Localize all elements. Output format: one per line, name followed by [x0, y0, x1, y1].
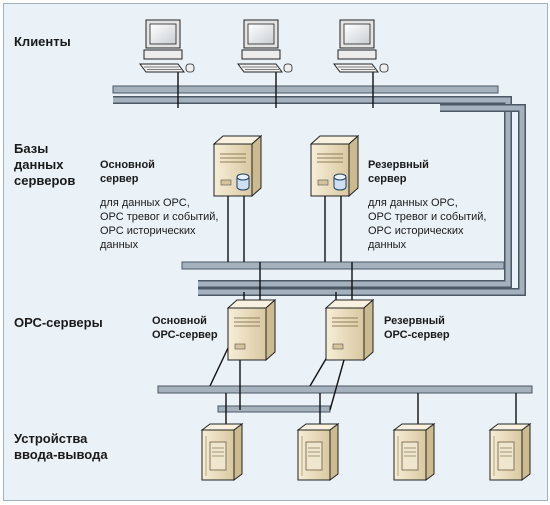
client-pc-icon: [237, 19, 293, 73]
tier-label-clients: Клиенты: [14, 34, 71, 49]
primary-db-title: Основной сервер: [100, 159, 155, 185]
tier-label-opc-servers: ОРС-серверы: [14, 315, 103, 330]
client-bus: [112, 85, 499, 94]
tier-label-io-devices: Устройства ввода-вывода: [14, 431, 108, 462]
io-device-icon: [297, 423, 339, 481]
database-icon: [333, 173, 347, 191]
primary-opc-title: Основной ОРС-сервер: [152, 315, 218, 341]
wires: [177, 70, 517, 426]
primary-opc-server-icon: [227, 299, 276, 361]
io-device-icon: [393, 423, 435, 481]
client-pc-icon: [333, 19, 389, 73]
io-bus-secondary: [217, 405, 331, 413]
database-icon: [236, 173, 250, 191]
backup-opc-title: Резервный ОРС-сервер: [384, 315, 450, 341]
io-bus: [157, 385, 533, 394]
db-bus: [181, 261, 505, 270]
backup-db-title: Резервный сервер: [368, 159, 429, 185]
backup-db-description: для данных ОРС, ОРС тревог и событий, ОР…: [368, 197, 487, 251]
backup-opc-server-icon: [325, 299, 374, 361]
io-device-icon: [489, 423, 531, 481]
primary-db-description: для данных ОРС, ОРС тревог и событий, ОР…: [100, 197, 219, 251]
client-pc-icon: [139, 19, 195, 73]
tier-label-db-servers: Базы данных серверов: [14, 141, 76, 188]
io-device-icon: [201, 423, 243, 481]
